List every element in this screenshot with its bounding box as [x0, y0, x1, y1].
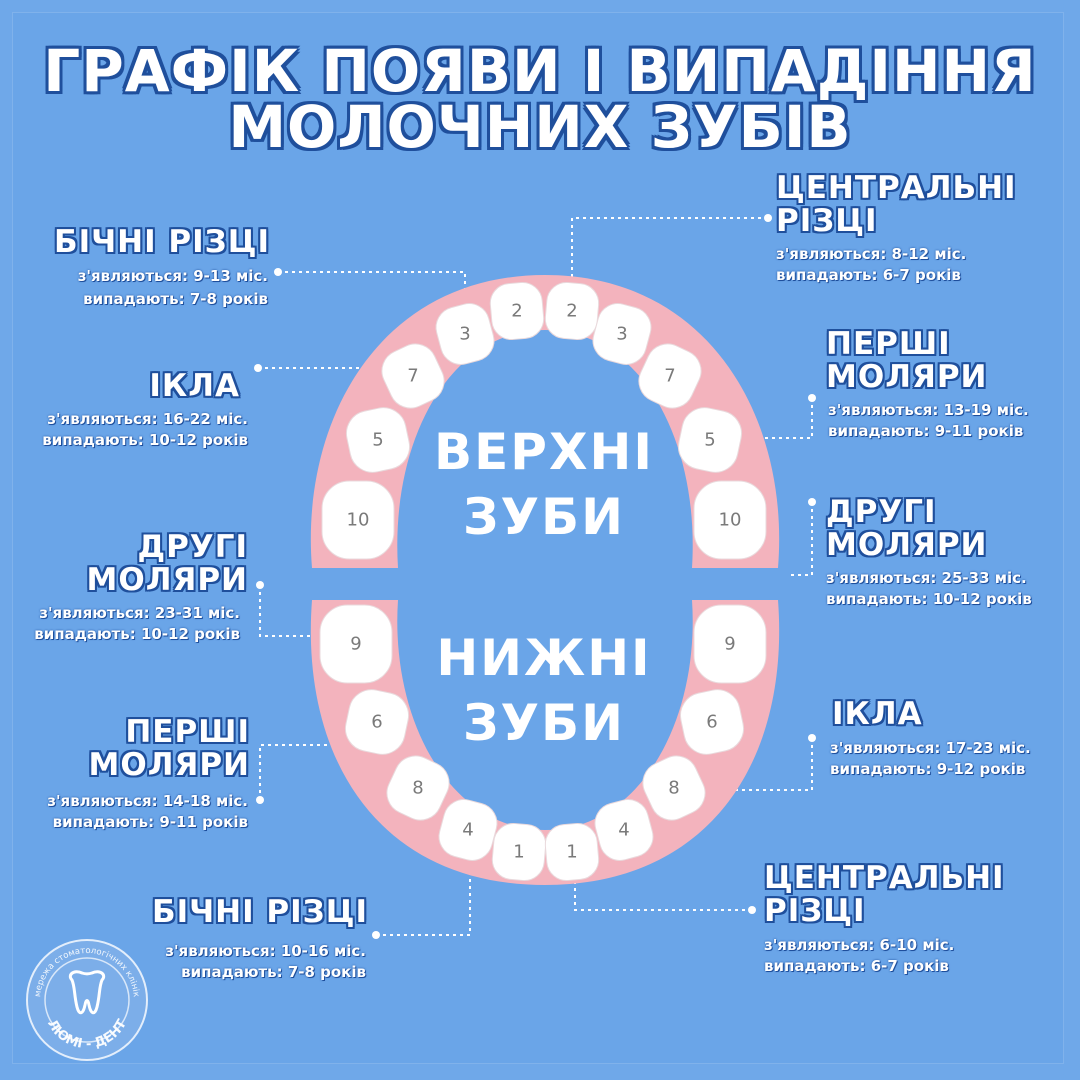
tooth-number: 5 [372, 430, 383, 451]
lower-teeth-label-line-1: НИЖНІ [436, 629, 652, 687]
upper-teeth-label-line-1: ВЕРХНІ [434, 423, 654, 481]
upper-teeth-label: ВЕРХНІ ЗУБИ [414, 422, 674, 547]
lower-teeth-label-line-2: ЗУБИ [462, 694, 626, 752]
upper-tooth-3: 7 [381, 343, 445, 409]
upper-teeth-label-line-2: ЗУБИ [462, 488, 626, 546]
connector-dots [254, 214, 816, 939]
tooth-number: 10 [347, 510, 370, 531]
tooth-number: 4 [462, 820, 473, 841]
tooth-number: 10 [719, 510, 742, 531]
upper-tooth-6: 2 [544, 281, 600, 341]
group-appear-lower-lateral-incisors: з'являються: 10-16 міс. [165, 942, 366, 960]
lower-teeth: 9 6 8 4 1 1 4 8 6 9 [319, 604, 767, 882]
tooth-number: 5 [704, 430, 715, 451]
tooth-number: 3 [616, 324, 627, 345]
tooth-number: 6 [706, 712, 717, 733]
tooth-number: 2 [566, 301, 577, 322]
group-fall-upper-first-molars: випадають: 9-11 років [828, 422, 1024, 440]
tooth-number: 9 [350, 634, 361, 655]
group-fall-upper-central-incisors: випадають: 6-7 років [776, 266, 961, 284]
tooth-number: 9 [724, 634, 735, 655]
group-fall-upper-lateral-incisors: випадають: 7-8 років [83, 290, 268, 308]
tooth-number: 7 [407, 366, 418, 387]
connector-lower-canines [710, 738, 813, 791]
group-appear-lower-first-molars: з'являються: 14-18 міс. [47, 792, 248, 810]
upper-tooth-2: 5 [345, 407, 411, 473]
group-name-lower-canines: ІКЛА [832, 696, 923, 732]
upper-tooth-7: 3 [592, 303, 652, 365]
page-title-line-1: ГРАФІК ПОЯВИ І ВИПАДІННЯ [43, 37, 1037, 105]
group-fall-lower-central-incisors: випадають: 6-7 років [764, 957, 949, 975]
group-name-upper-second-molars: ДРУГІ [826, 494, 937, 530]
lower-tooth-6: 1 [544, 822, 600, 882]
group-appear-lower-central-incisors: з'являються: 6-10 міс. [764, 936, 955, 954]
group-appear-upper-second-molars: з'являються: 25-33 міс. [826, 569, 1027, 587]
lower-tooth-8: 8 [642, 755, 706, 821]
group-name2-lower-central-incisors: РІЗЦІ [764, 893, 866, 929]
group-name2-lower-first-molars: МОЛЯРИ [88, 747, 250, 783]
group-name2-upper-central-incisors: РІЗЦІ [776, 203, 878, 239]
upper-tooth-9: 5 [677, 407, 743, 473]
group-name-lower-second-molars: ДРУГІ [137, 529, 248, 565]
group-fall-upper-second-molars: випадають: 10-12 років [826, 590, 1032, 608]
group-appear-upper-lateral-incisors: з'являються: 9-13 міс. [77, 267, 268, 285]
upper-tooth-1: 10 [321, 480, 395, 560]
group-name-lower-first-molars: ПЕРШІ [125, 714, 250, 750]
tooth-number: 1 [513, 842, 524, 863]
tooth-number: 7 [664, 366, 675, 387]
group-name-lower-lateral-incisors: БІЧНІ РІЗЦІ [151, 894, 368, 930]
lower-tooth-7: 4 [594, 799, 654, 861]
brand-logo: мережа стоматологічних клінік ЛЮМІ - ДЕН… [26, 939, 148, 1061]
lower-tooth-9: 6 [679, 689, 745, 755]
tooth-number: 8 [668, 778, 679, 799]
background-frame [12, 12, 1064, 1064]
connector-upper-central-incisors [571, 217, 768, 290]
connector-lower-first-molars [259, 744, 360, 800]
lower-tooth-5: 1 [491, 822, 547, 882]
group-name2-upper-second-molars: МОЛЯРИ [826, 527, 988, 563]
group-fall-lower-second-molars: випадають: 10-12 років [34, 625, 240, 643]
lower-tooth-4: 4 [438, 799, 498, 861]
lower-tooth-2: 6 [344, 689, 410, 755]
page-title-line-2: МОЛОЧНИХ ЗУБІВ [228, 93, 852, 161]
upper-tooth-10: 10 [693, 480, 767, 560]
lower-tooth-1: 9 [319, 604, 393, 684]
upper-tooth-4: 3 [435, 303, 495, 365]
group-appear-upper-central-incisors: з'являються: 8-12 міс. [776, 245, 967, 263]
group-name2-lower-second-molars: МОЛЯРИ [86, 562, 248, 598]
upper-tooth-8: 7 [638, 343, 702, 409]
upper-teeth: 10 5 7 3 2 2 3 7 5 10 [321, 281, 767, 560]
group-name-upper-lateral-incisors: БІЧНІ РІЗЦІ [53, 224, 270, 260]
group-fall-upper-canines: випадають: 10-12 років [42, 431, 248, 449]
group-fall-lower-canines: випадають: 9-12 років [830, 760, 1026, 778]
tooth-number: 2 [511, 301, 522, 322]
group-name-lower-central-incisors: ЦЕНТРАЛЬНІ [764, 860, 1005, 896]
group-name-upper-first-molars: ПЕРШІ [826, 326, 951, 362]
tooth-number: 3 [459, 324, 470, 345]
group-appear-upper-canines: з'являються: 16-22 міс. [47, 410, 248, 428]
connector-lower-second-molars [259, 585, 330, 637]
lower-tooth-10: 9 [693, 604, 767, 684]
tooth-number: 1 [566, 842, 577, 863]
tooth-number: 6 [371, 712, 382, 733]
tooth-number: 4 [618, 820, 629, 841]
lower-tooth-3: 8 [386, 755, 450, 821]
group-fall-lower-lateral-incisors: випадають: 7-8 років [181, 963, 366, 981]
group-appear-lower-canines: з'являються: 17-23 міс. [830, 739, 1031, 757]
lower-teeth-label: НИЖНІ ЗУБИ [414, 628, 674, 753]
group-name2-upper-first-molars: МОЛЯРИ [826, 359, 988, 395]
upper-tooth-5: 2 [489, 281, 545, 341]
connector-upper-second-molars [790, 502, 813, 576]
group-appear-upper-first-molars: з'являються: 13-19 міс. [828, 401, 1029, 419]
group-name-upper-canines: ІКЛА [149, 368, 240, 404]
connector-lower-lateral-incisors [376, 870, 471, 936]
tooth-logo-icon [68, 970, 106, 1015]
group-name-upper-central-incisors: ЦЕНТРАЛЬНІ [776, 170, 1017, 206]
group-fall-lower-first-molars: випадають: 9-11 років [52, 813, 248, 831]
group-appear-lower-second-molars: з'являються: 23-31 міс. [39, 604, 240, 622]
tooth-number: 8 [412, 778, 423, 799]
